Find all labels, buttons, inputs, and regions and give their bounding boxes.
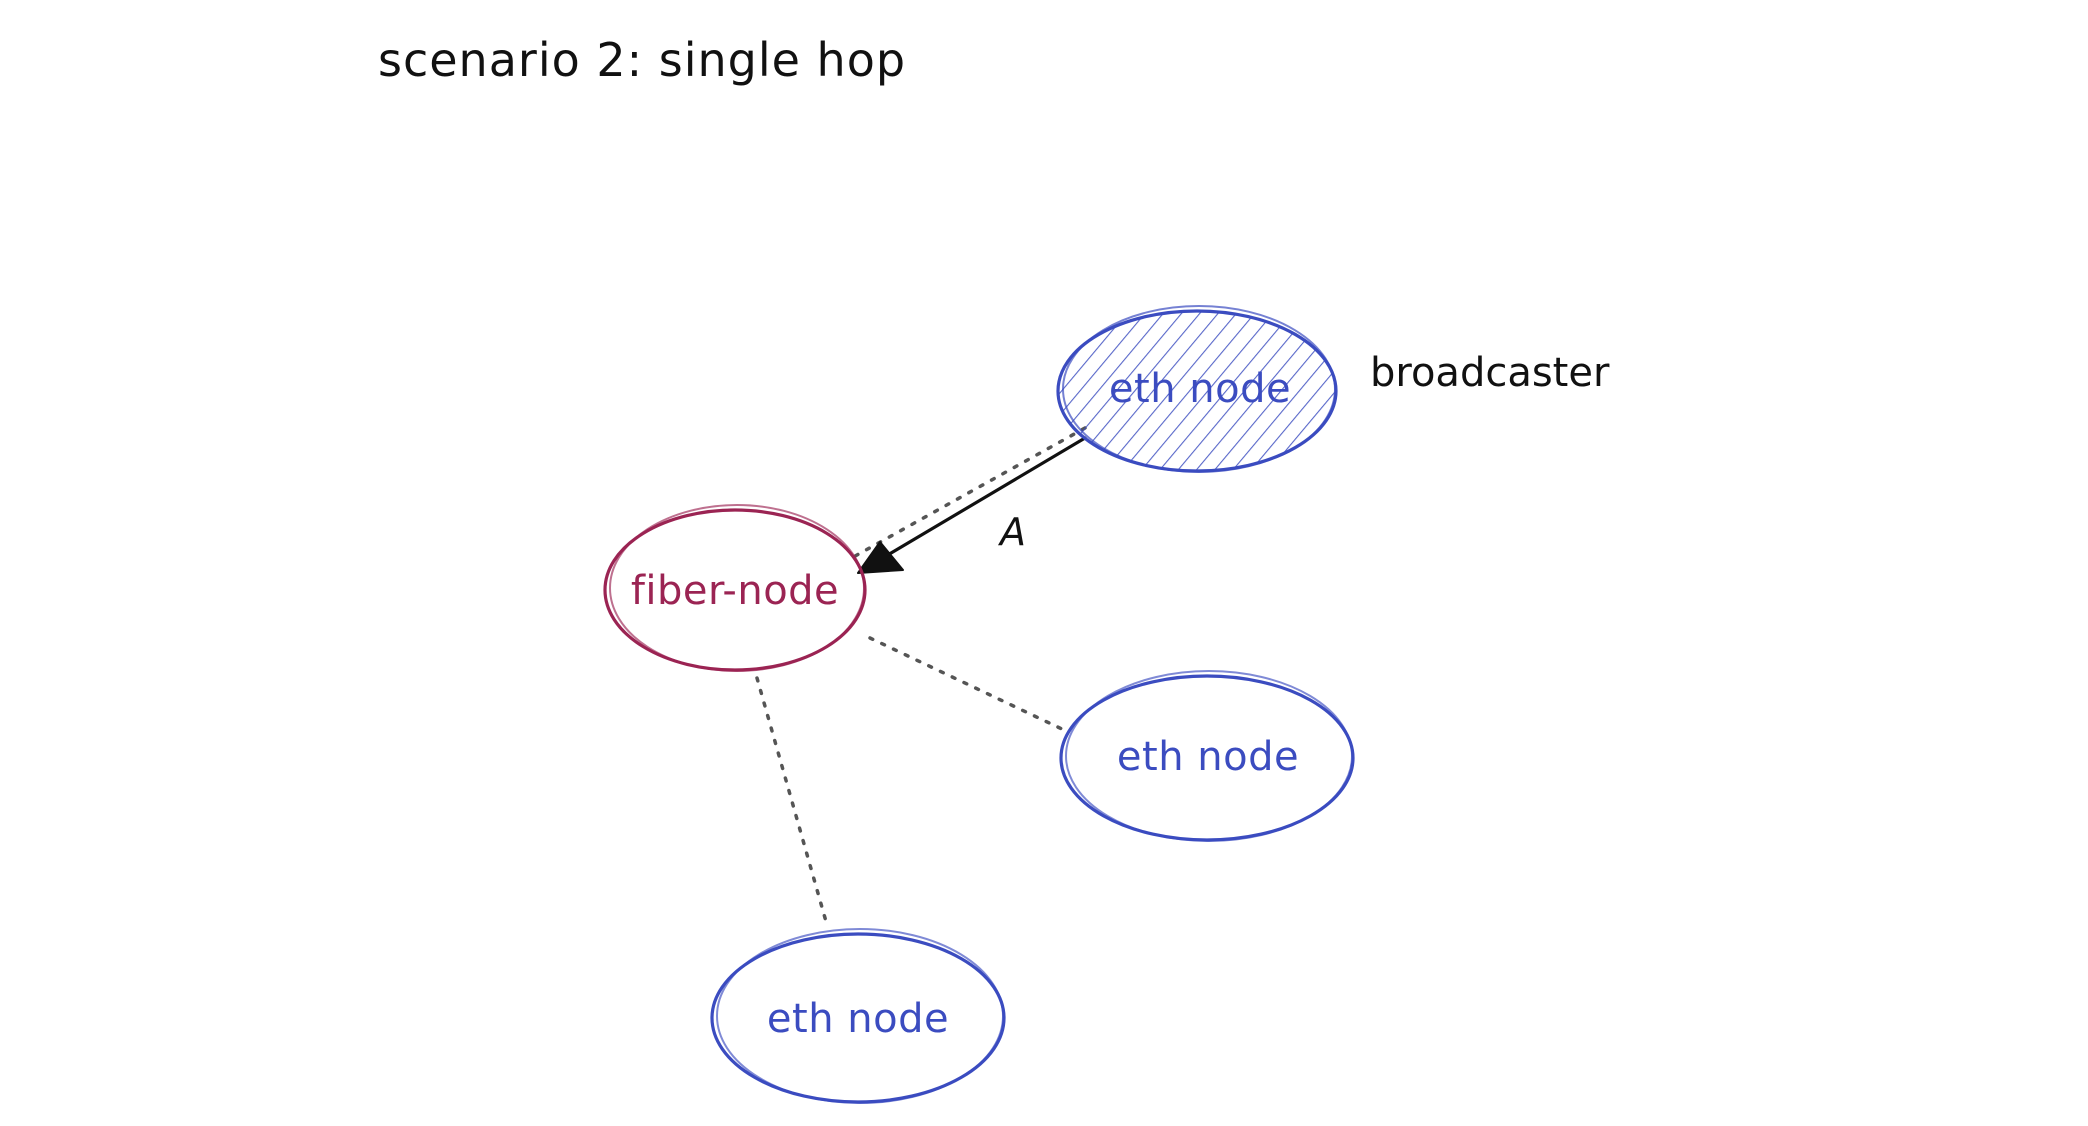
node-broadcaster: eth node [1056, 305, 1338, 473]
node-fiber: fiber-node [603, 504, 867, 672]
broadcaster-annotation: broadcaster [1370, 350, 1610, 396]
node-eth-bottom: eth node [710, 928, 1006, 1104]
diagram-title: scenario 2: single hop [378, 33, 906, 87]
node-fiber-label: fiber-node [631, 568, 839, 614]
node-eth-right: eth node [1059, 670, 1355, 842]
edge-broadcaster-fiber-dotted [846, 426, 1087, 562]
edge-fiber-eth-right-dotted [868, 636, 1066, 732]
edge-broadcaster-fiber-arrow [857, 436, 1087, 574]
node-broadcaster-label: eth node [1109, 366, 1291, 412]
node-eth-bottom-label: eth node [767, 996, 949, 1042]
edge-label-a: A [997, 510, 1026, 554]
node-eth-right-label: eth node [1117, 734, 1299, 780]
edge-fiber-eth-bottom-dotted [755, 676, 829, 927]
